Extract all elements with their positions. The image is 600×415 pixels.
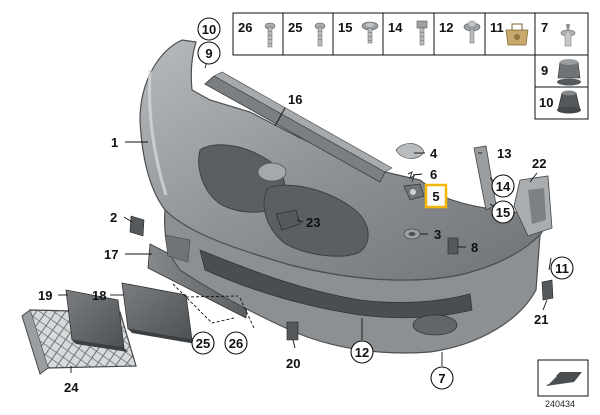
bracket-part-23 [275,209,301,231]
dashed-leaders [172,283,255,329]
callout-17: 17 [104,247,118,262]
screw-12-icon [463,20,481,44]
side-bracket-inner [528,188,546,224]
callout-26-circle: 26 [224,331,248,355]
svg-text:12: 12 [355,345,369,360]
hw-label-14: 14 [388,20,403,35]
svg-text:15: 15 [496,205,510,220]
callout-25-circle: 25 [191,331,215,355]
svg-text:9: 9 [205,46,212,61]
callout-20: 20 [286,356,300,371]
screw-14-icon [416,20,428,46]
callout-9-circle: 9 [197,41,221,65]
callout-11-circle: 11 [550,256,574,280]
rivet-7-icon [560,24,576,47]
hw-label-25: 25 [288,20,302,35]
hardware-table: 26 25 15 14 12 11 7 9 10 [232,12,589,120]
bumper-trim-1 [139,39,544,354]
svg-text:11: 11 [555,261,569,276]
bracket-part-2 [129,215,145,237]
callout-5-highlighted: 5 [424,183,448,209]
callout-18: 18 [92,288,106,303]
callout-23: 23 [306,215,320,230]
document-number-box: 240434 [537,359,589,409]
callout-2: 2 [110,210,117,225]
hw-label-15: 15 [338,20,352,35]
clip-part-21 [541,279,554,301]
spring-part-6 [407,171,415,183]
screw-25-icon [314,22,326,47]
callout-3: 3 [434,227,441,242]
callout-15-circle: 15 [491,200,515,224]
car-outline-icon [546,372,582,386]
callout-24: 24 [64,380,79,395]
svg-text:25: 25 [196,336,210,351]
svg-text:5: 5 [432,189,439,204]
callout-14-circle: 14 [491,174,515,198]
rivet-10-icon [557,90,581,114]
hw-label-26: 26 [238,20,252,35]
callout-16: 16 [288,92,302,107]
screw-15-icon [361,21,379,44]
plate-base-19 [65,289,128,352]
hw-label-9: 9 [541,63,548,78]
bracket-part-13 [473,145,497,211]
callout-8: 8 [471,240,478,255]
hw-label-7: 7 [541,20,548,35]
callout-21: 21 [534,312,548,327]
support-strip-16 [204,71,393,183]
callout-4: 4 [430,146,438,161]
clip-11-icon [505,23,529,46]
plate-base-18 [121,282,196,344]
callout-7-circle: 7 [430,366,454,390]
svg-text:7: 7 [438,371,445,386]
svg-text:14: 14 [496,179,511,194]
tow-bracket-part-5 [403,183,425,201]
clip-part-8 [447,237,459,255]
callout-19: 19 [38,288,52,303]
hw-label-12: 12 [439,20,453,35]
hw-label-11: 11 [490,20,504,35]
callout-13: 13 [497,146,511,161]
callout-10-circle: 10 [197,17,221,41]
svg-text:26: 26 [229,336,243,351]
grommet-part-3 [403,228,421,240]
svg-text:10: 10 [202,22,216,37]
nut-9-icon [557,59,581,86]
screw-26-icon [264,22,276,48]
callout-1: 1 [111,135,118,150]
cover-cap-part-4 [395,143,425,159]
callout-22: 22 [532,156,546,171]
document-number: 240434 [545,399,575,409]
callout-6: 6 [430,167,437,182]
callout-12-circle: 12 [350,340,374,364]
hw-label-10: 10 [539,95,553,110]
clip-part-20 [286,321,299,341]
